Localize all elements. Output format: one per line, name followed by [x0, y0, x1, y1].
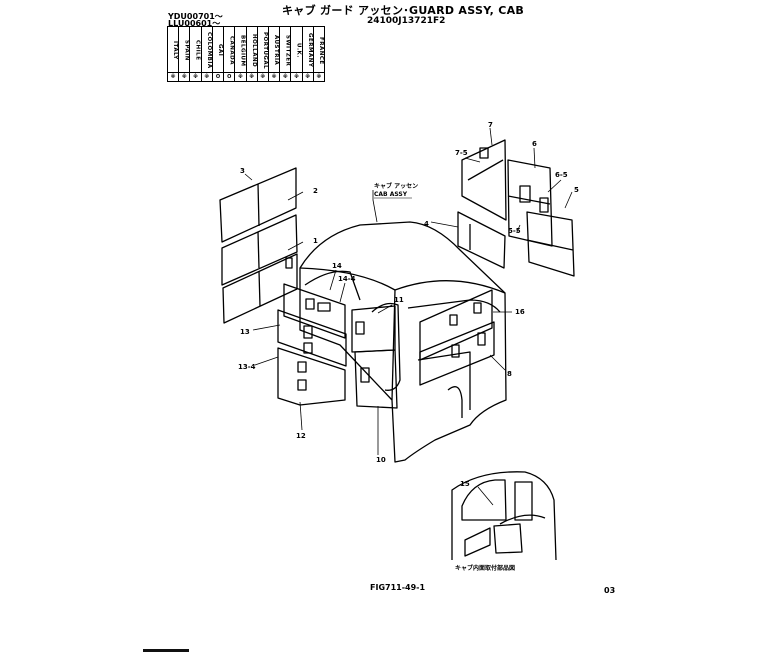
- country-name: HOLLAND: [250, 33, 257, 68]
- label-1: 1: [313, 237, 318, 245]
- country-mark: ※: [168, 72, 179, 81]
- inset-view: [451, 471, 557, 561]
- panel-part-16: [419, 289, 493, 361]
- callout-assy-jp: キャブ アッセン: [374, 182, 418, 190]
- label-3: 3: [240, 167, 245, 175]
- cab-assy-callout: キャブ アッセン CAB ASSY: [374, 182, 418, 199]
- country-name: COLOMBIA: [205, 32, 212, 69]
- country-column: BELGIUM ※: [235, 27, 247, 81]
- country-column: ITALY ※: [168, 27, 180, 81]
- panel-part-7: [461, 139, 507, 221]
- label-15: 15: [460, 480, 470, 488]
- panel-part-8: [419, 321, 495, 386]
- label-4: 4: [424, 220, 429, 228]
- serial-range-1: YDU00701～: [168, 12, 223, 21]
- panel-part-5: [526, 197, 575, 277]
- country-mark: O: [212, 72, 224, 81]
- country-column: AUSTRIA ※: [268, 27, 281, 81]
- panel-part-13: [277, 309, 347, 367]
- label-14-4: 14-4: [338, 275, 356, 283]
- serial-range-2: LLU00601～: [168, 19, 221, 28]
- label-16: 16: [515, 308, 525, 316]
- country-column: COLOMBIA ※: [201, 27, 213, 81]
- country-mark: ※: [201, 72, 212, 81]
- label-12: 12: [296, 432, 306, 440]
- label-11: 11: [394, 296, 404, 304]
- country-name: U.K.: [295, 43, 302, 58]
- country-mark: ※: [246, 72, 257, 81]
- page-title: キャブ ガード アッセン･GUARD ASSY, CAB: [282, 4, 525, 17]
- country-column: GERMANY ※: [302, 27, 314, 81]
- country-mark: ※: [302, 72, 313, 81]
- label-5: 5: [574, 186, 579, 194]
- panel-part-12: [277, 347, 346, 406]
- label-13: 13: [240, 328, 250, 336]
- panel-part-4: [457, 211, 506, 269]
- panel-part-11: [351, 305, 396, 353]
- panel-part-3: [219, 167, 297, 243]
- cab-body: [299, 221, 507, 463]
- panel-part-2: [221, 214, 298, 286]
- country-table: ITALY ※ SPAIN ※ CHILE ※ COLOMBIA ※ GAI O CANA…: [167, 26, 325, 82]
- country-name: CANADA: [228, 36, 235, 65]
- part-number: 24100J13721F2: [367, 16, 446, 26]
- leader-lines: [244, 127, 573, 455]
- country-name: ITALY: [172, 41, 179, 60]
- country-mark: ※: [280, 72, 291, 81]
- country-mark: ※: [257, 72, 268, 81]
- label-7: 7: [488, 121, 493, 129]
- country-mark: ※: [190, 72, 201, 81]
- label-6: 6: [532, 140, 537, 148]
- panel-part-14: [283, 283, 346, 339]
- label-8: 8: [507, 370, 512, 378]
- country-column: FRANCE ※: [313, 27, 325, 81]
- country-mark: ※: [268, 72, 280, 81]
- country-column: CHILE ※: [190, 27, 202, 81]
- country-mark: ※: [313, 72, 325, 81]
- country-column: HOLLAND ※: [246, 27, 258, 81]
- country-mark: ※: [235, 72, 246, 81]
- country-name: FRANCE: [318, 36, 325, 65]
- country-column: SPAIN ※: [179, 27, 191, 81]
- country-name: GERMANY: [306, 33, 313, 68]
- label-5-5: 5-5: [508, 227, 521, 235]
- country-mark: ※: [291, 72, 302, 81]
- label-10: 10: [376, 456, 386, 464]
- panel-part-10: [354, 349, 398, 409]
- label-7-5: 7-5: [455, 149, 468, 157]
- callout-assy-en: CAB ASSY: [374, 191, 408, 198]
- country-name: CHILE: [194, 40, 201, 61]
- country-name: GAI: [217, 44, 224, 57]
- label-2: 2: [313, 187, 318, 195]
- country-mark: ※: [179, 72, 190, 81]
- page-number: 03: [604, 586, 616, 595]
- country-column: SWITZER ※: [280, 27, 292, 81]
- label-14: 14: [332, 262, 342, 270]
- country-column: PORTUGAL ※: [257, 27, 269, 81]
- figure-number: FIG711-49-1: [370, 583, 426, 592]
- country-column: CANADA O: [224, 27, 236, 81]
- country-name: SPAIN: [183, 40, 190, 61]
- country-name: PORTUGAL: [261, 31, 268, 70]
- country-column: GAI O: [212, 27, 225, 81]
- country-name: SWITZER: [284, 34, 291, 67]
- part-number-labels: 3 2 1 14 14-4 13 13-4 12 10 11 16 8 4 7 …: [238, 121, 579, 488]
- country-column: U.K. ※: [291, 27, 303, 81]
- scan-artifact-bar: [143, 649, 189, 652]
- country-name: BELGIUM: [239, 34, 246, 67]
- country-name: AUSTRIA: [273, 35, 280, 66]
- country-mark: O: [224, 72, 235, 81]
- label-6-5: 6-5: [555, 171, 568, 179]
- label-13-4: 13-4: [238, 363, 256, 371]
- inset-caption: キャブ内面取付部品図: [455, 564, 515, 572]
